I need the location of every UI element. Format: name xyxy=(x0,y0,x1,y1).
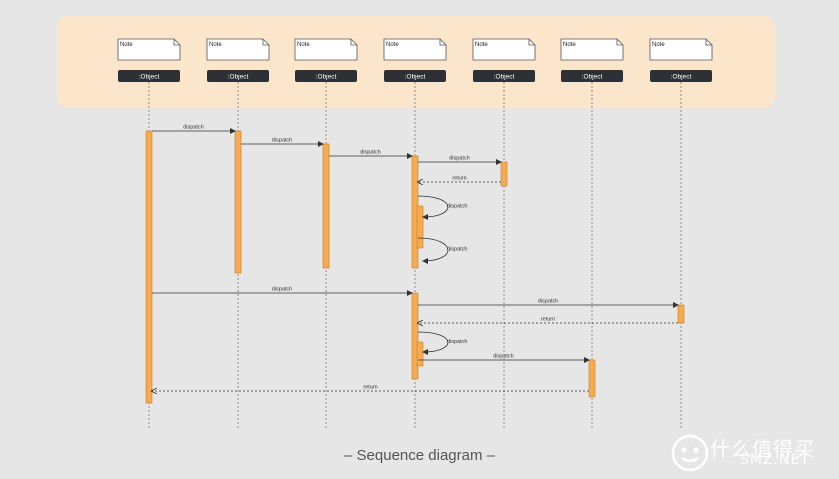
activation-bar xyxy=(677,304,685,324)
message: dispatch xyxy=(418,299,679,308)
message: dispatch xyxy=(417,195,468,220)
object-label: :Object xyxy=(582,74,603,81)
activation-bar xyxy=(500,161,508,187)
watermark-text: 什么值得买 xyxy=(710,437,815,461)
smzdm-logo-icon xyxy=(671,434,709,472)
message-label: dispatch xyxy=(447,339,468,345)
participant: Note :Object xyxy=(472,38,536,82)
message-label: dispatch xyxy=(360,150,381,156)
object-box xyxy=(207,70,269,82)
note-box xyxy=(117,38,181,61)
note-text: Note xyxy=(475,42,488,48)
note-fold xyxy=(350,39,357,46)
participant: Note :Object xyxy=(117,38,181,82)
message: return xyxy=(152,385,589,392)
message: dispatch xyxy=(417,237,468,264)
object-label: :Object xyxy=(671,74,692,81)
message-label: return xyxy=(541,317,555,323)
note-text: Note xyxy=(652,42,665,48)
object-box xyxy=(650,70,712,82)
note-box xyxy=(206,38,270,61)
header-band xyxy=(57,16,775,108)
note-fold xyxy=(439,39,446,46)
object-box xyxy=(561,70,623,82)
participant: Note :Object xyxy=(206,38,270,82)
message: dispatch xyxy=(417,331,468,355)
message-label: dispatch xyxy=(447,204,468,210)
note-fold xyxy=(616,39,623,46)
watermark-sub: SMZ.NET xyxy=(740,452,810,468)
message: dispatch xyxy=(241,138,324,147)
note-box xyxy=(294,38,358,61)
message: dispatch xyxy=(152,125,236,134)
message-label: dispatch xyxy=(538,299,559,305)
object-box xyxy=(295,70,357,82)
message-label: dispatch xyxy=(183,125,204,131)
note-fold xyxy=(705,39,712,46)
message: dispatch xyxy=(329,150,413,159)
activation-bar xyxy=(145,130,153,404)
message-label: dispatch xyxy=(493,354,514,360)
note-text: Note xyxy=(120,42,133,48)
participant: Note :Object xyxy=(560,38,624,82)
message: dispatch xyxy=(152,287,413,296)
object-label: :Object xyxy=(139,74,160,81)
note-fold xyxy=(528,39,535,46)
object-label: :Object xyxy=(405,74,426,81)
activation-bar xyxy=(588,359,596,398)
note-box xyxy=(472,38,536,61)
note-box xyxy=(560,38,624,61)
object-box xyxy=(118,70,180,82)
message-label: dispatch xyxy=(272,287,293,293)
note-box xyxy=(649,38,713,61)
participants: Note :Object Note :Object Note :Object Note :Ob… xyxy=(117,38,713,82)
note-text: Note xyxy=(386,42,399,48)
object-box xyxy=(473,70,535,82)
object-label: :Object xyxy=(228,74,249,81)
message-label: return xyxy=(363,385,377,391)
object-label: :Object xyxy=(494,74,515,81)
message: dispatch xyxy=(418,354,590,363)
diagram-caption: – Sequence diagram – xyxy=(344,447,495,464)
note-fold xyxy=(262,39,269,46)
message-label: dispatch xyxy=(447,247,468,253)
message-label: dispatch xyxy=(272,138,293,144)
activation-bar xyxy=(234,130,242,274)
message-label: dispatch xyxy=(449,156,470,162)
self-message-arrow xyxy=(417,331,449,355)
note-fold xyxy=(173,39,180,46)
activation-bar xyxy=(322,143,330,269)
note-text: Note xyxy=(563,42,576,48)
messages: dispatch dispatch dispatch dispatch return di… xyxy=(152,125,679,392)
object-label: :Object xyxy=(316,74,337,81)
participant: Note :Object xyxy=(649,38,713,82)
activations xyxy=(145,130,685,404)
message: dispatch xyxy=(418,156,502,165)
message: return xyxy=(418,317,678,324)
activation-bar xyxy=(416,205,424,249)
message-label: return xyxy=(452,176,466,182)
activation-bar xyxy=(411,292,419,380)
note-box xyxy=(383,38,447,61)
self-message-arrow xyxy=(417,237,449,264)
message: return xyxy=(418,176,501,183)
note-text: Note xyxy=(297,42,310,48)
participant: Note :Object xyxy=(294,38,358,82)
activation-bar xyxy=(416,341,424,367)
self-message-arrow xyxy=(417,195,449,220)
participant: Note :Object xyxy=(383,38,447,82)
note-text: Note xyxy=(209,42,222,48)
watermark: 什么值得买 SMZ.NET xyxy=(668,430,836,476)
object-box xyxy=(384,70,446,82)
